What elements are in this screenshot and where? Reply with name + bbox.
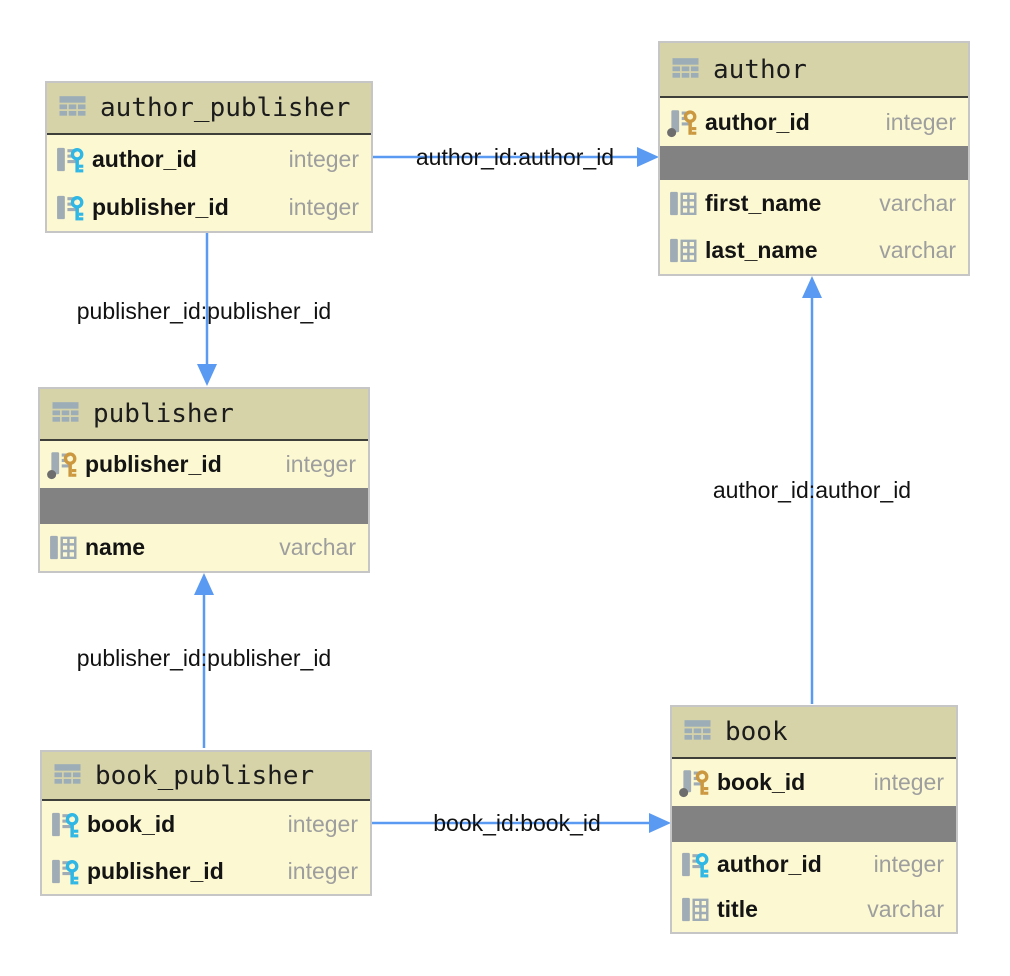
column-icon: [50, 535, 77, 560]
column-row-author_id[interactable]: author_id integer: [660, 98, 968, 146]
column-row-title[interactable]: title varchar: [672, 887, 956, 932]
column-name: first_name: [705, 190, 822, 216]
table-title: author_publisher: [100, 93, 351, 123]
column-row-publisher_id[interactable]: publisher_id integer: [47, 183, 371, 231]
column-type: varchar: [279, 534, 356, 560]
column-name: book_id: [87, 811, 176, 837]
column-name: book_id: [717, 769, 806, 795]
edge-author_publisher-publisher[interactable]: [197, 231, 217, 386]
table-icon: [59, 96, 86, 116]
column-row-author_id[interactable]: author_id integer: [47, 135, 371, 183]
column-type: integer: [287, 811, 358, 837]
column-icon: [682, 897, 709, 922]
column-type: integer: [285, 451, 356, 477]
table-title: book: [725, 717, 788, 747]
table-book_publisher[interactable]: book_publisher book_id integer publisher…: [40, 750, 372, 896]
column-row-publisher_id[interactable]: publisher_id integer: [40, 441, 368, 488]
table-book_publisher-header[interactable]: book_publisher: [42, 752, 370, 801]
table-author_publisher-header[interactable]: author_publisher: [47, 83, 371, 135]
column-name: publisher_id: [87, 857, 224, 884]
table-publisher-header[interactable]: publisher: [40, 389, 368, 441]
column-name: author_id: [717, 851, 822, 877]
table-title: publisher: [93, 399, 234, 429]
column-row-author_id[interactable]: author_id integer: [672, 842, 956, 887]
table-author_publisher[interactable]: author_publisher author_id integer publi…: [45, 81, 373, 233]
column-type: integer: [873, 769, 944, 795]
column-row-book_id[interactable]: book_id integer: [672, 759, 956, 806]
column-row-name[interactable]: name varchar: [40, 524, 368, 571]
foreign-key-icon: [52, 859, 79, 884]
primary-key-icon: [667, 109, 697, 137]
key-separator-band: [660, 146, 968, 180]
key-separator-band: [672, 806, 956, 842]
key-separator-band: [40, 488, 368, 524]
column-name: publisher_id: [92, 193, 229, 220]
column-row-first_name[interactable]: first_name varchar: [660, 180, 968, 227]
edge-book_publisher-publisher[interactable]: [194, 573, 214, 748]
column-type: integer: [288, 145, 359, 172]
table-publisher[interactable]: publisher publisher_id integer name varc…: [38, 387, 370, 573]
column-name: author_id: [92, 145, 197, 172]
column-type: integer: [885, 108, 956, 135]
table-icon: [672, 57, 699, 78]
column-icon: [670, 238, 697, 263]
column-icon: [670, 191, 697, 216]
primary-key-icon: [679, 770, 709, 798]
table-icon: [684, 720, 711, 740]
table-book-header[interactable]: book: [672, 707, 956, 759]
column-row-last_name[interactable]: last_name varchar: [660, 227, 968, 274]
column-type: integer: [288, 193, 359, 220]
column-type: varchar: [879, 190, 956, 216]
table-author[interactable]: author author_id integer first_name varc…: [658, 41, 970, 276]
edge-book-author[interactable]: [802, 276, 822, 704]
column-name: title: [717, 896, 758, 922]
table-icon: [52, 402, 79, 422]
column-name: last_name: [705, 237, 818, 263]
column-type: varchar: [867, 896, 944, 922]
column-row-book_id[interactable]: book_id integer: [42, 801, 370, 848]
table-book[interactable]: book book_id integer author_id: [670, 705, 958, 934]
column-name: publisher_id: [85, 451, 222, 477]
edge-book_publisher-book[interactable]: [372, 813, 671, 833]
table-title: book_publisher: [95, 760, 315, 791]
edge-author_publisher-author[interactable]: [373, 147, 659, 167]
table-icon: [54, 763, 81, 784]
column-name: author_id: [705, 108, 810, 135]
table-author-header[interactable]: author: [660, 43, 968, 98]
column-type: varchar: [879, 237, 956, 263]
table-title: author: [713, 54, 807, 85]
foreign-key-icon: [57, 147, 84, 172]
column-type: integer: [873, 851, 944, 877]
foreign-key-icon: [57, 195, 84, 220]
column-row-publisher_id[interactable]: publisher_id integer: [42, 848, 370, 894]
foreign-key-icon: [52, 812, 79, 838]
primary-key-icon: [47, 452, 77, 480]
column-name: name: [85, 534, 146, 560]
foreign-key-icon: [682, 852, 709, 878]
column-type: integer: [287, 857, 358, 884]
